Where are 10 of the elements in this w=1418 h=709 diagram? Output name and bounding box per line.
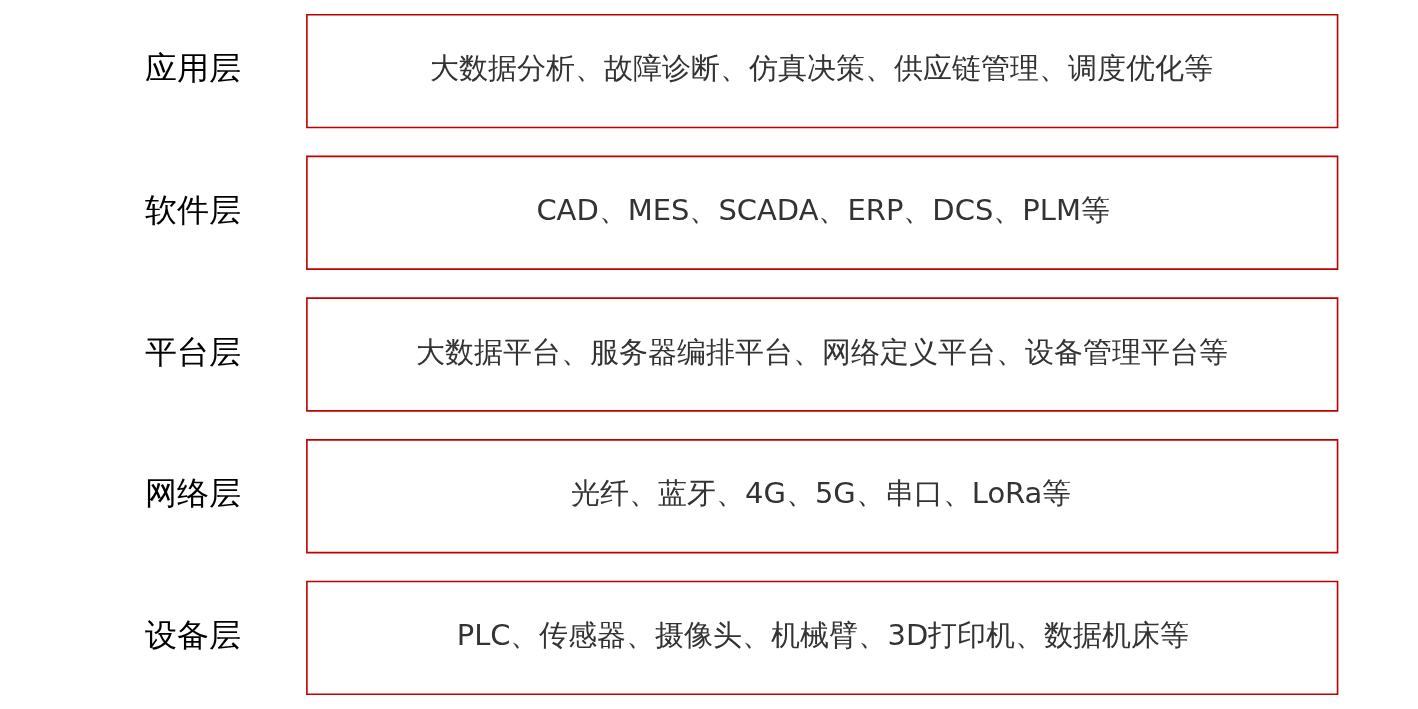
node-box: 大数据平台、服务器编排平台、网络定义平台、设备管理平台等 xyxy=(305,297,1338,412)
node-box: 光纤、蓝牙、4G、5G、串口、LoRa等 xyxy=(305,439,1338,554)
node-box: CAD、MES、SCADA、ERP、DCS、PLM等 xyxy=(305,155,1338,270)
node-label: 应用层 xyxy=(144,49,241,88)
node-label: 平台层 xyxy=(144,332,241,371)
node-label: 软件层 xyxy=(144,190,241,229)
node-box: 大数据分析、故障诊断、仿真决策、供应链管理、调度优化等 xyxy=(305,13,1338,129)
node-label: 网络层 xyxy=(144,474,241,513)
node-box: PLC、传感器、摄像头、机械臂、3D打印机、数据机床等 xyxy=(305,580,1338,696)
node-label: 设备层 xyxy=(144,615,241,654)
